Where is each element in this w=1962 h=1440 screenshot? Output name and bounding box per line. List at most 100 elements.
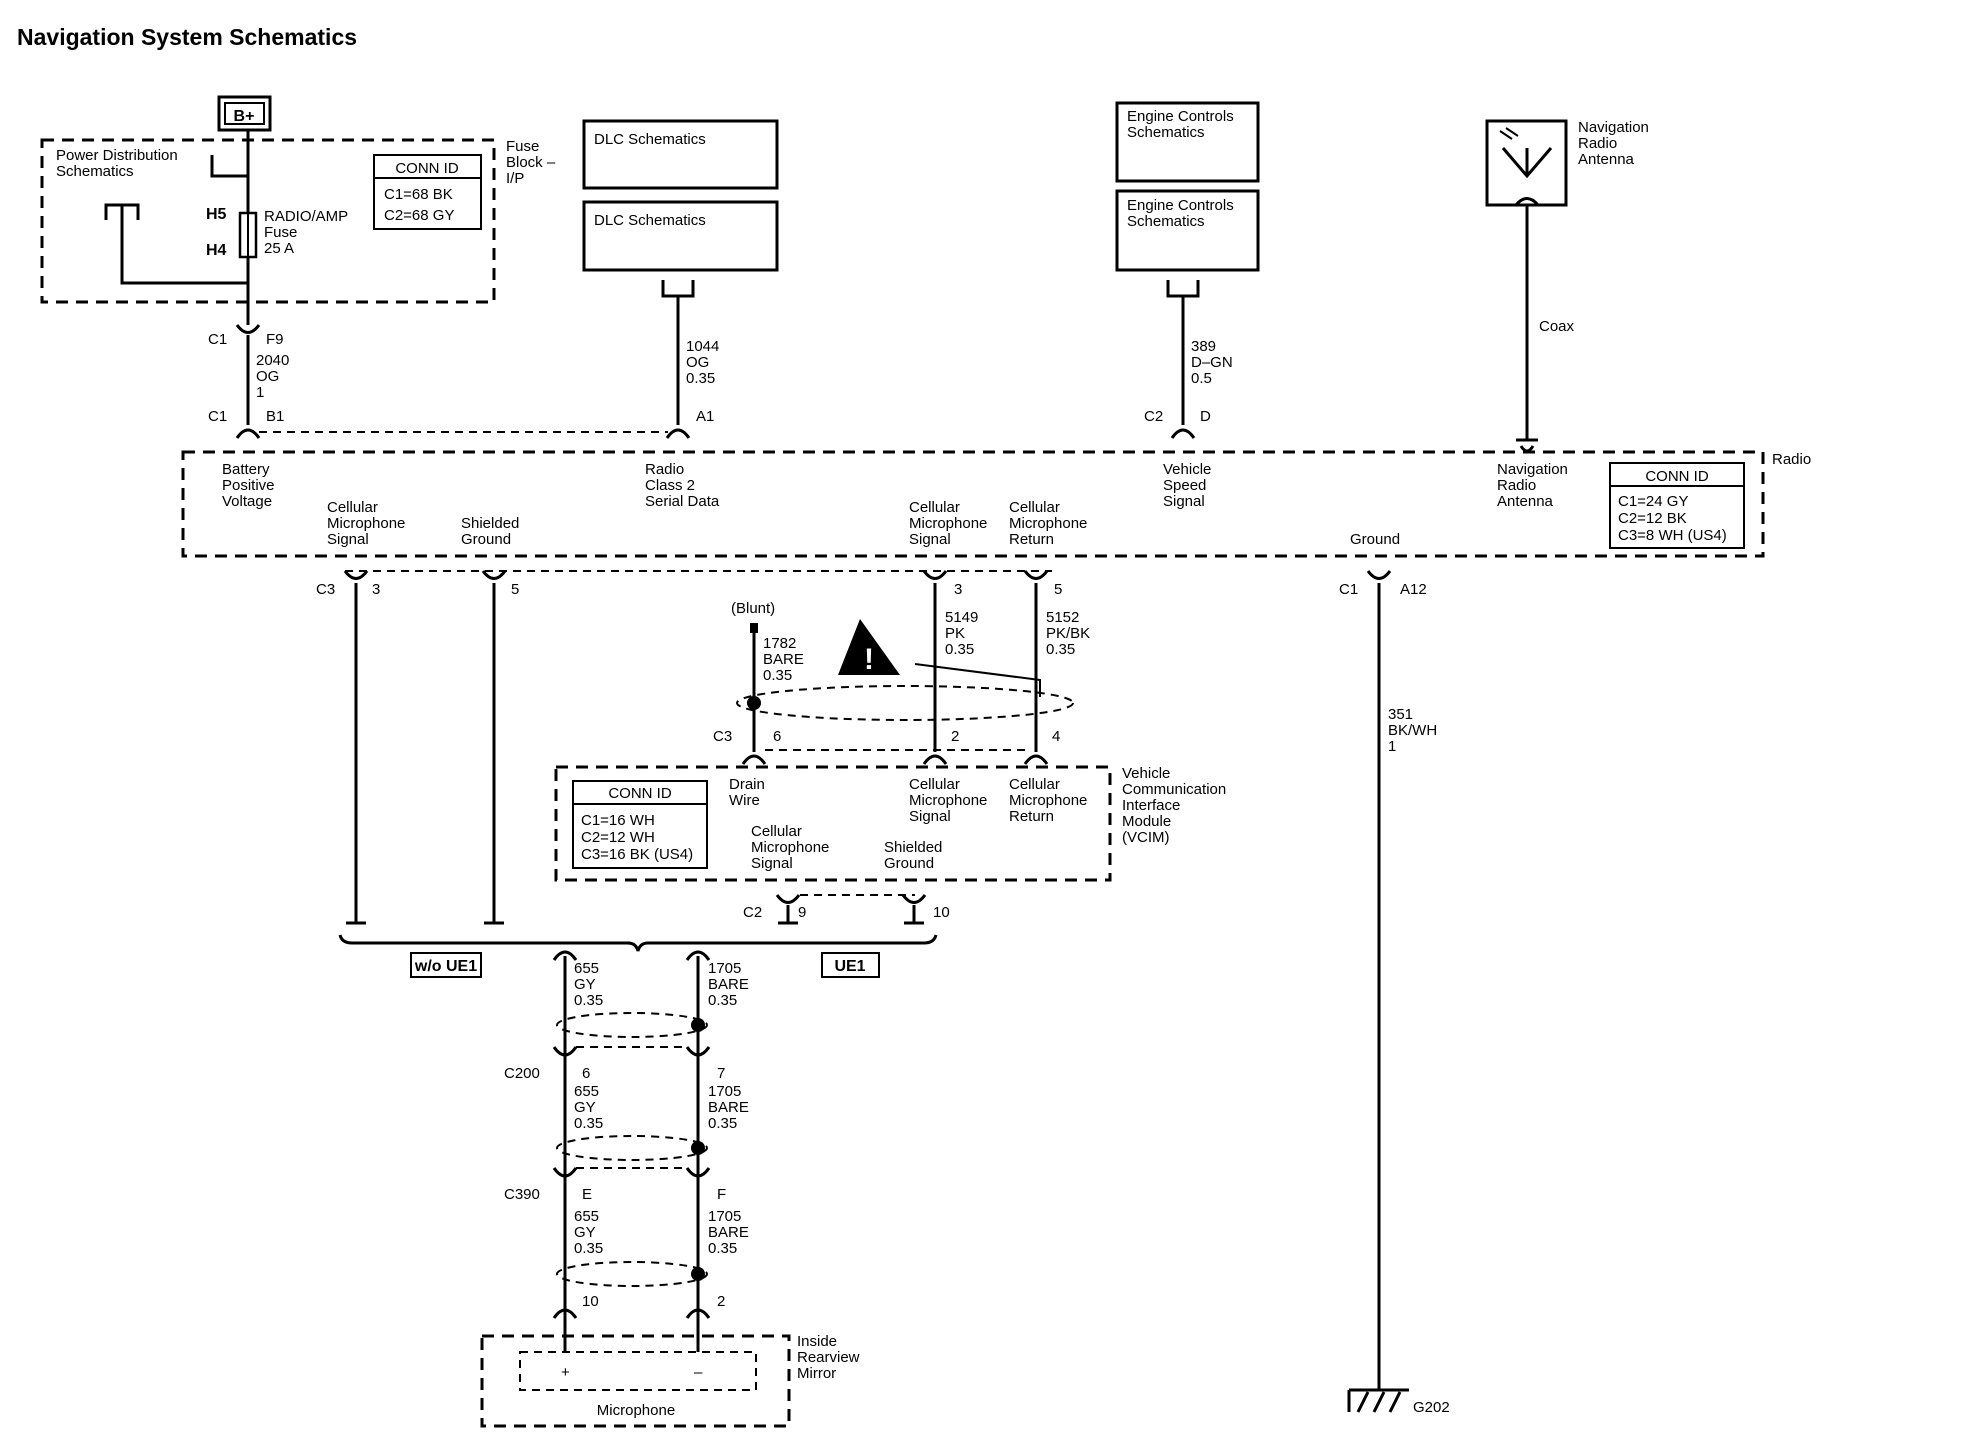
mirror-l2: Rearview: [797, 1349, 860, 1366]
option-wo-ue1-box: [410, 952, 482, 978]
ground-g202-label: G202: [1413, 1399, 1450, 1416]
antenna-icon: [1501, 147, 1553, 179]
conn-id-vcim-c3: C3=16 BK (US4): [581, 846, 693, 863]
radio-c3b-pin5: 5: [1054, 581, 1062, 598]
radio-c3b-pin3: 3: [954, 581, 962, 598]
fuse-block-label-2: Block –: [506, 154, 556, 171]
vcim-cellsig-l2: Microphone: [909, 792, 987, 809]
radio-c3b-pin5-terminal: [1023, 570, 1049, 580]
vcim-shield-l2: Ground: [884, 855, 934, 872]
radio-vss-l3: Signal: [1163, 493, 1205, 510]
wire1782-circuit: 1782: [763, 635, 796, 652]
radio-class2-l3: Serial Data: [645, 493, 720, 510]
drain-splice-seg1: [691, 1018, 705, 1032]
antenna-label-2: Radio: [1578, 135, 1617, 152]
radio-c3-pin3: 3: [372, 581, 380, 598]
conn-id-radio-c2: C2=12 BK: [1618, 510, 1687, 527]
b-plus-label: B+: [234, 108, 255, 125]
page-title: Navigation System Schematics: [17, 24, 357, 50]
ecs-box-1: [1115, 101, 1260, 183]
radio-cellsig-l2: Microphone: [327, 515, 405, 532]
vcim-c2-conn: C2: [743, 904, 762, 921]
power-dist-label-1: Power Distribution: [56, 147, 178, 164]
antenna-jack: [1514, 197, 1540, 207]
seg1-c655: 655: [574, 960, 599, 977]
seg1-g1705: 0.35: [708, 992, 737, 1009]
c390-pin-b: F: [717, 1186, 726, 1203]
mirror-boundary: [480, 1334, 791, 1428]
dlc-label-2: DLC Schematics: [594, 212, 706, 229]
c200-conn: C200: [504, 1065, 540, 1082]
radio-nav-l3: Antenna: [1497, 493, 1554, 510]
harness-top-terminal-a: [552, 950, 578, 961]
vcim-cellret-l1: Cellular: [1009, 776, 1060, 793]
seg3-c655: 655: [574, 1208, 599, 1225]
wire2040-pin-top: F9: [266, 331, 284, 348]
wire351-color: BK/WH: [1388, 722, 1437, 739]
vcim-drain-l1: Drain: [729, 776, 765, 793]
fuse-block-label-1: Fuse: [506, 138, 539, 155]
vcim-cellsiglow-l2: Microphone: [751, 839, 829, 856]
ecs-box-2: [1115, 189, 1260, 272]
connector-c1-b1: [235, 428, 261, 439]
vcim-cellret-l2: Microphone: [1009, 792, 1087, 809]
ecs1-line1: Engine Controls: [1127, 108, 1234, 125]
wire2040-circuit: 2040: [256, 352, 289, 369]
coax-label: Coax: [1539, 318, 1575, 335]
radio-class2-l1: Radio: [645, 461, 684, 478]
antenna-label-3: Antenna: [1578, 151, 1635, 168]
wire2040-conn-top: C1: [208, 331, 227, 348]
radio-class2-l2: Class 2: [645, 477, 695, 494]
c200-pin-b: 7: [717, 1065, 725, 1082]
blunt-end: [750, 623, 758, 633]
seg3-col1705: BARE: [708, 1224, 749, 1241]
fuse-h5: H5: [206, 206, 227, 223]
vcim-c3-pin6-terminal: [741, 754, 767, 765]
radio-cellsig-l1: Cellular: [327, 499, 378, 516]
drain-splice: [747, 696, 761, 710]
wire5152-gauge: 0.35: [1046, 641, 1075, 658]
seg3-g1705: 0.35: [708, 1240, 737, 1257]
shield-ellipse-seg2: [556, 1135, 708, 1161]
radio-c1-a12-terminal: [1366, 570, 1392, 580]
warning-pointer: [914, 663, 1041, 697]
connector-c1-f9: [235, 324, 261, 334]
power-dist-label-2: Schematics: [56, 163, 134, 180]
radio-nav-l1: Navigation: [1497, 461, 1568, 478]
wire389-color: D–GN: [1191, 354, 1233, 371]
wire5149-gauge: 0.35: [945, 641, 974, 658]
vcim-l2: Communication: [1122, 781, 1226, 798]
radio-battery-l3: Voltage: [222, 493, 272, 510]
seg1-c1705: 1705: [708, 960, 741, 977]
vcim-l4: Module: [1122, 813, 1171, 830]
wire2040-pin-bot: B1: [266, 408, 284, 425]
vcim-cellsig-l3: Signal: [909, 808, 951, 825]
c390-terminal-b: [685, 1167, 711, 1178]
radio-shield-l1: Shielded: [461, 515, 519, 532]
option-wo-ue1: w/o UE1: [414, 958, 477, 975]
radio-c3-pin3-terminal: [343, 570, 369, 580]
conn-id-radio-c1: C1=24 GY: [1618, 493, 1688, 510]
wire2040-gauge: 1: [256, 384, 264, 401]
conn-id-vcim-box: [572, 780, 708, 869]
microphone-label: Microphone: [597, 1402, 675, 1419]
radio-nav-l2: Radio: [1497, 477, 1536, 494]
ground-g202-symbol: [1347, 1388, 1409, 1413]
vcim-shield-l1: Shielded: [884, 839, 942, 856]
vcim-c3-pin2: 2: [951, 728, 959, 745]
seg2-col655: GY: [574, 1099, 596, 1116]
wire5152-color: PK/BK: [1046, 625, 1090, 642]
drain-splice-seg3: [691, 1267, 705, 1281]
microphone-element: [519, 1351, 757, 1391]
radio-c1-conn: C1: [1339, 581, 1358, 598]
vcim-l5: (VCIM): [1122, 829, 1170, 846]
radio-module-boundary: [181, 450, 1765, 558]
conn-id-radio-box: [1609, 462, 1745, 549]
seg1-g655: 0.35: [574, 992, 603, 1009]
harness-top-terminal-b: [685, 950, 711, 961]
drain-splice-seg2: [691, 1141, 705, 1155]
radio-vss-l2: Speed: [1163, 477, 1206, 494]
seg3-c1705: 1705: [708, 1208, 741, 1225]
seg2-c1705: 1705: [708, 1083, 741, 1100]
